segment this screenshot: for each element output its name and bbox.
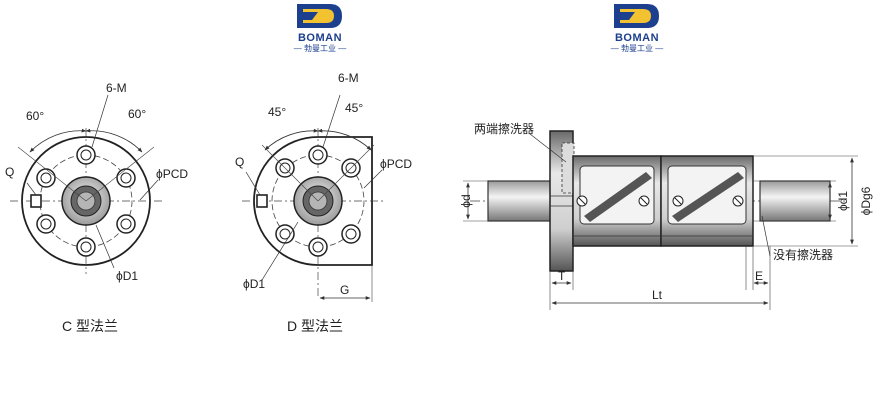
label-e: E bbox=[755, 269, 763, 283]
label-dg6: ϕDg6 bbox=[859, 186, 873, 215]
label-wiper-both: 两端擦洗器 bbox=[474, 122, 534, 136]
leader-holes bbox=[91, 94, 109, 148]
flange-d-front-view: 6-M 45° 45° ϕPCD Q ϕD1 G bbox=[235, 71, 412, 302]
label-d1: ϕD1 bbox=[243, 277, 265, 291]
label-pcd: ϕPCD bbox=[156, 167, 188, 181]
caption-flange-d: D 型法兰 bbox=[287, 318, 343, 334]
logo-mark-icon bbox=[297, 4, 342, 28]
leader-wiper-none bbox=[761, 215, 771, 257]
caption-flange-c: C 型法兰 bbox=[62, 318, 118, 334]
wiper-left bbox=[561, 142, 575, 194]
label-holes: 6-M bbox=[338, 71, 359, 85]
screw-head-icon bbox=[576, 195, 744, 207]
label-t: T bbox=[558, 269, 566, 283]
oil-hole bbox=[256, 194, 268, 208]
logo-subtitle-text: — 勃曼工业 — bbox=[294, 43, 346, 53]
label-pcd: ϕPCD bbox=[380, 157, 412, 171]
label-wiper-none: 没有擦洗器 bbox=[773, 247, 833, 262]
label-g: G bbox=[340, 283, 349, 297]
screw-shaft-right bbox=[759, 180, 831, 222]
flange-c-front-view: 6-M 60° 60° ϕPCD Q ϕD1 bbox=[5, 81, 188, 283]
label-d1: ϕd1 bbox=[836, 191, 850, 211]
oil-hole bbox=[30, 194, 42, 208]
label-angle-right: 60° bbox=[128, 107, 146, 121]
logo-brand-text: BOMAN bbox=[615, 32, 659, 44]
ball-track-left bbox=[584, 172, 652, 222]
label-angle-right: 45° bbox=[345, 101, 363, 115]
leader-oil bbox=[26, 182, 37, 196]
leader-wiper-both bbox=[529, 133, 567, 163]
label-oil-hole: Q bbox=[5, 165, 14, 179]
label-holes: 6-M bbox=[106, 81, 127, 95]
label-angle-left: 45° bbox=[268, 105, 286, 119]
label-oil-hole: Q bbox=[235, 155, 244, 169]
logo-mark-icon bbox=[614, 4, 659, 28]
logo-brand-text: BOMAN bbox=[298, 32, 342, 44]
leader-pcd bbox=[363, 169, 383, 189]
ball-track-right bbox=[672, 172, 744, 222]
nut-side-view: 两端擦洗器 没有擦洗器 ϕd ϕd1 ϕDg6 T E Lt bbox=[459, 122, 873, 310]
logo-subtitle-text: — 勃曼工业 — bbox=[611, 43, 663, 53]
leader-oil bbox=[245, 171, 261, 196]
leader-d1 bbox=[95, 224, 115, 269]
label-d: ϕd bbox=[459, 194, 473, 207]
leader-holes bbox=[322, 94, 341, 148]
brand-logo-left: BOMAN — 勃曼工业 — bbox=[294, 4, 346, 53]
brand-logo-right: BOMAN — 勃曼工业 — bbox=[611, 4, 663, 53]
label-angle-left: 60° bbox=[26, 109, 44, 123]
leader-d1 bbox=[261, 221, 299, 281]
leader-pcd bbox=[139, 179, 159, 201]
label-lt: Lt bbox=[652, 288, 663, 302]
label-d1: ϕD1 bbox=[116, 269, 138, 283]
